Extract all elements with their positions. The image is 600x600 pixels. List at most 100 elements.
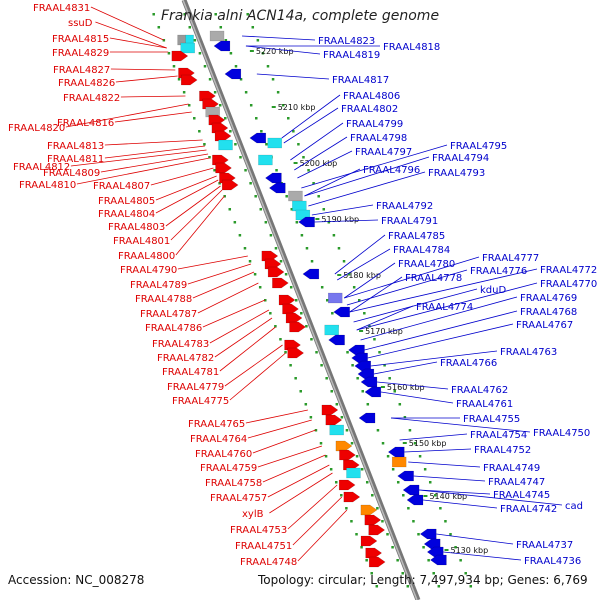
tick-mark — [239, 78, 243, 81]
kbp-label: 5200 kbp — [300, 159, 338, 168]
gene-label: FRAAL4763 — [500, 347, 557, 358]
tick-mark — [310, 338, 313, 341]
gene-label: FRAAL4757 — [210, 493, 267, 504]
gene-box — [324, 324, 339, 336]
gene-label: FRAAL4819 — [323, 50, 380, 61]
label-connector — [229, 352, 286, 401]
tick-mark — [285, 195, 288, 198]
tick-mark — [326, 299, 329, 302]
gene-arrow — [360, 504, 378, 516]
gene-box — [288, 190, 303, 202]
label-connector — [413, 475, 486, 482]
gene-arrow — [343, 459, 360, 471]
tick-mark — [177, 78, 181, 81]
tick-mark — [198, 130, 201, 133]
label-connector — [364, 310, 518, 351]
gene-label: FRAAL4789 — [130, 280, 187, 291]
gene-label: FRAAL4777 — [482, 253, 539, 264]
tick-mark — [319, 442, 323, 445]
gene-arrow — [360, 376, 378, 388]
tick-mark — [312, 182, 315, 185]
label-connector — [370, 350, 498, 367]
label-connector — [283, 107, 339, 144]
tick-mark — [251, 26, 255, 29]
label-connector — [349, 276, 403, 313]
gene-arrow — [358, 412, 376, 424]
gene-arrow — [212, 154, 229, 166]
gene-label: FRAAL4765 — [188, 419, 245, 430]
gene-label: FRAAL4747 — [488, 477, 545, 488]
kbp-label: 5180 kbp — [343, 271, 381, 280]
tick-mark — [259, 208, 263, 211]
gene-arrow — [397, 470, 414, 482]
tick-mark — [317, 195, 320, 198]
tick-mark — [219, 26, 223, 29]
tick-mark — [334, 481, 338, 484]
tick-mark — [464, 572, 467, 575]
gene-box — [292, 200, 307, 212]
tick-mark — [290, 208, 294, 211]
tick-mark — [224, 39, 228, 42]
gene-arrow — [221, 179, 239, 191]
tick-mark — [187, 104, 191, 107]
gene-arrow — [406, 494, 424, 506]
accession-text: Accession: NC_008278 — [8, 573, 145, 587]
gene-arrow — [282, 303, 299, 315]
tick-mark — [254, 195, 257, 198]
tick-mark — [346, 351, 349, 354]
gene-arrow — [285, 312, 303, 324]
gene-arrow — [387, 446, 405, 458]
tick-mark — [224, 117, 227, 120]
tick-mark — [360, 468, 364, 471]
tick-mark — [345, 429, 349, 432]
gene-label: FRAAL4811 — [47, 154, 104, 165]
tick-mark — [258, 286, 262, 289]
tick-mark — [449, 533, 452, 536]
gene-box — [327, 292, 343, 304]
gene-labels: FRAAL4831ssuDFRAAL4815FRAAL4829FRAAL4827… — [8, 3, 597, 568]
label-connector — [304, 156, 430, 197]
gene-label: FRAAL4772 — [540, 265, 597, 276]
gene-arrow — [364, 386, 382, 398]
label-connector — [257, 445, 323, 468]
gene-label: FRAAL4742 — [500, 504, 557, 515]
gene-arrow — [264, 172, 282, 184]
label-connector — [267, 464, 330, 498]
kbp-label: 5190 kbp — [321, 215, 359, 224]
gene-label: FRAAL4748 — [240, 557, 297, 568]
tick-mark — [300, 312, 303, 315]
label-connector — [269, 472, 333, 514]
label-connector — [356, 305, 414, 331]
gene-label: FRAAL4783 — [152, 339, 209, 350]
gene-arrow — [360, 535, 378, 547]
gene-label: FRAAL4822 — [63, 93, 120, 104]
tick-mark — [295, 299, 298, 302]
tick-mark — [302, 156, 305, 159]
gene-arrow — [171, 50, 189, 62]
label-connector — [292, 496, 343, 546]
label-connector — [209, 309, 270, 344]
gene-box — [258, 154, 273, 166]
gene-label: FRAAL4754 — [470, 430, 527, 441]
tick-mark — [373, 338, 376, 341]
gene-label: FRAAL4791 — [381, 216, 438, 227]
tick-mark — [299, 390, 302, 393]
gene-label: FRAAL4794 — [432, 153, 489, 164]
gene-arrow — [261, 250, 279, 262]
gene-arrow — [419, 528, 437, 540]
label-connector — [419, 489, 491, 495]
tick-mark — [229, 130, 232, 133]
tick-mark — [342, 260, 346, 263]
tick-mark — [255, 117, 258, 120]
tick-mark — [214, 13, 217, 16]
gene-label: FRAAL4755 — [463, 414, 520, 425]
label-connector — [170, 189, 223, 241]
tick-mark — [287, 117, 290, 120]
gene-arrow — [287, 347, 305, 359]
gene-label: FRAAL4795 — [450, 141, 507, 152]
genome-backbone — [181, 0, 421, 600]
tick-mark — [407, 507, 410, 510]
tick-mark — [360, 546, 363, 549]
tick-mark — [371, 494, 374, 497]
